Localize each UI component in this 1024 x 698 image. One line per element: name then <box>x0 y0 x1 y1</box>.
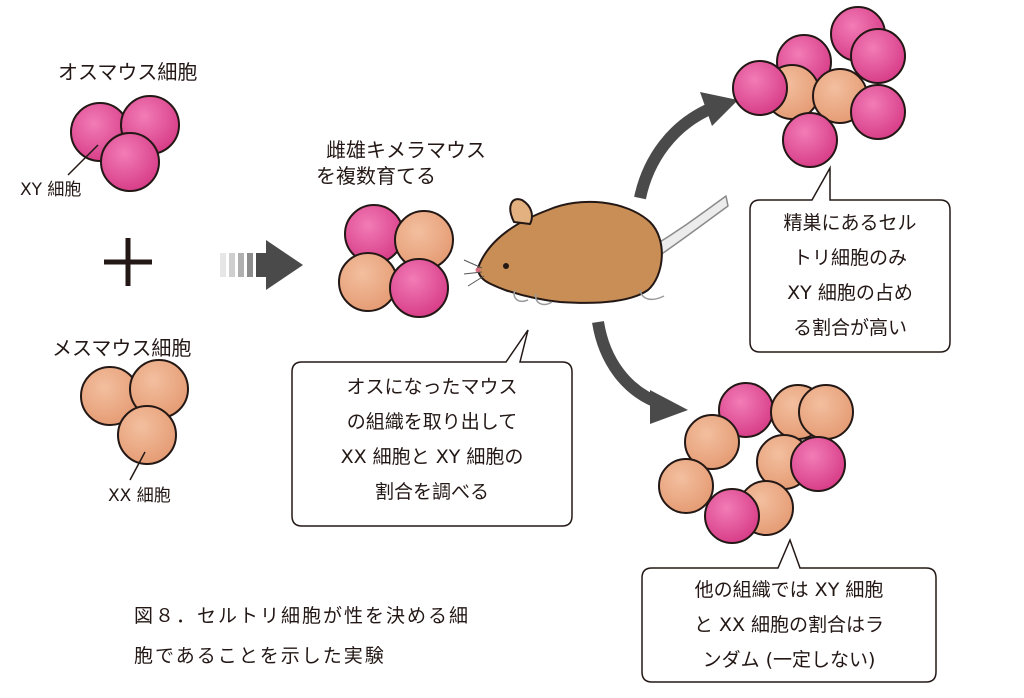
tissue-bubble-line: の組織を取り出して <box>346 411 518 433</box>
female-cells-label: メスマウス細胞 <box>52 336 192 360</box>
fade-arrow <box>220 240 303 290</box>
arrow-to-testis <box>634 92 738 200</box>
female-cell-cluster <box>80 359 189 465</box>
other-bubble-line: と XX 細胞の割合はラ <box>693 614 885 636</box>
chimera-label-line2: を複数育てる <box>316 164 436 188</box>
sertoli-bubble-line: XY 細胞の占め <box>787 282 913 304</box>
caption-line: 図８．セルトリ細胞が性を決める細 <box>134 605 471 627</box>
xy-cell-leader-line <box>67 144 99 176</box>
other-bubble-line: 他の組織では XY 細胞 <box>694 579 884 601</box>
other-tissue-cell-cluster <box>658 382 854 544</box>
tissue-bubble-line: 割合を調べる <box>374 481 489 503</box>
other-bubble-line: ンダム (一定しない) <box>702 649 876 671</box>
other-bubble-text: 他の組織では XY 細胞 と XX 細胞の割合はラ ンダム (一定しない) <box>642 573 936 678</box>
tissue-bubble-line: XX 細胞と XY 細胞の <box>340 446 524 468</box>
mouse-illustration <box>463 195 729 306</box>
male-cells-label: オスマウス細胞 <box>58 60 198 84</box>
arrow-to-other-tissue <box>592 320 688 424</box>
figure-caption: 図８．セルトリ細胞が性を決める細 胞であることを示した実験 <box>134 596 470 676</box>
tissue-bubble-line: オスになったマウス <box>346 376 518 398</box>
male-cell-cluster <box>70 95 180 192</box>
sertoli-bubble-shape <box>749 165 951 353</box>
sertoli-bubble-text: 精巣にあるセル トリ細胞のみ XY 細胞の占め る割合が高い <box>750 206 950 346</box>
caption-line: 胞であることを示した実験 <box>134 645 386 667</box>
testis-cell-cluster <box>732 6 906 168</box>
xx-cell-label: XX 細胞 <box>108 486 171 506</box>
plus-sign <box>104 238 152 286</box>
tissue-bubble-shape <box>291 329 573 527</box>
sertoli-bubble-line: る割合が高い <box>792 317 907 339</box>
xx-cell-leader-line <box>129 451 146 481</box>
other-bubble-shape <box>641 537 937 683</box>
sertoli-bubble-line: 精巣にあるセル <box>783 212 917 234</box>
tissue-bubble-text: オスになったマウス の組織を取り出して XX 細胞と XY 細胞の 割合を調べる <box>292 370 572 510</box>
sertoli-bubble-line: トリ細胞のみ <box>792 247 907 269</box>
chimera-label-line1: 雌雄キメラマウス <box>326 138 486 162</box>
xy-cell-label: XY 細胞 <box>20 180 82 200</box>
chimera-cell-cluster <box>338 204 454 318</box>
